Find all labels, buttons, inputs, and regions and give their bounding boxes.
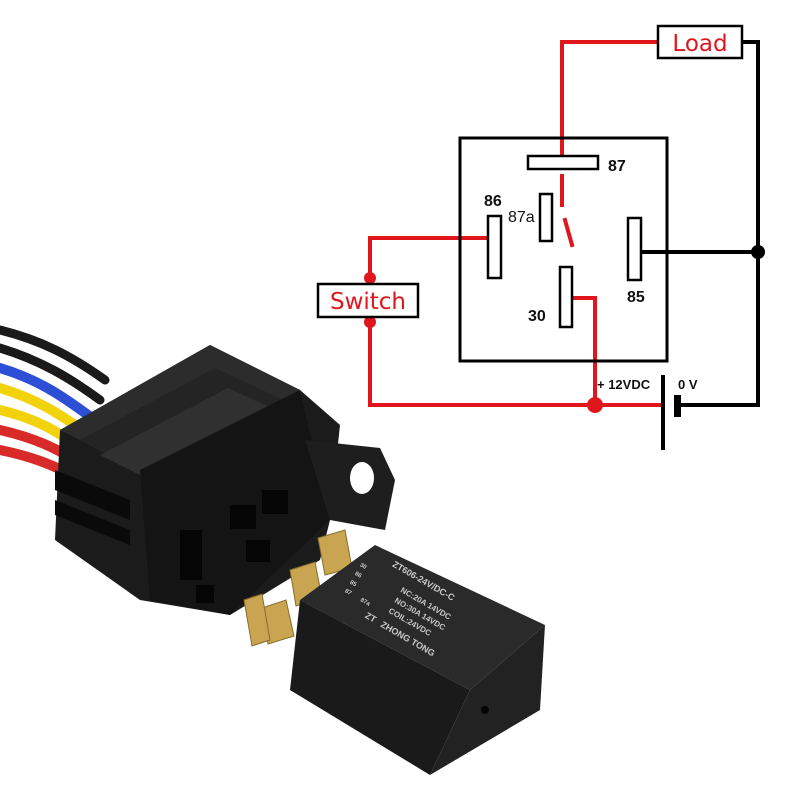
switch-label: Switch — [330, 289, 406, 315]
positive-supply-label: + 12VDC — [597, 377, 651, 392]
pin-87a-contact — [538, 192, 554, 243]
battery-symbol — [661, 375, 681, 450]
live-wires — [368, 40, 662, 407]
ground-wires — [640, 40, 760, 407]
ground-junction — [751, 245, 765, 259]
pin-85-contact — [626, 216, 643, 282]
pin-87-contact — [526, 154, 600, 171]
pin-86-contact — [486, 214, 503, 280]
schematic: 87 86 87a 30 85 Load Switch + 12VDC 0 V — [316, 24, 765, 450]
pin-85-label: 85 — [627, 289, 645, 306]
load-box — [656, 24, 744, 60]
relay-print-pin-30: 30 — [358, 562, 367, 571]
supply-junction — [587, 397, 603, 413]
ground-label: 0 V — [678, 377, 698, 392]
relay-print-pin-87a: 87a — [359, 597, 371, 608]
pin-30-label: 30 — [528, 308, 546, 325]
socket-wires — [0, 325, 110, 479]
relay-print-pin-86: 86 — [353, 571, 362, 580]
relay-top-face — [300, 545, 545, 690]
relay-print-pin-87: 87 — [343, 588, 352, 597]
load-label: Load — [672, 31, 727, 57]
switch-bottom-node — [364, 316, 376, 328]
pin-86-label: 86 — [484, 193, 502, 210]
relay-photo: ZT606-24V/DC-C NC:20A 14VDC NO:30A 14VDC… — [243, 529, 545, 775]
socket-mount-tab — [305, 440, 395, 530]
switch-box — [316, 282, 420, 319]
switch-top-node — [364, 272, 376, 284]
relay-socket-photo — [0, 325, 395, 615]
pin-30-contact — [558, 265, 574, 329]
relay-print-pin-85: 85 — [348, 580, 357, 589]
mount-hole — [350, 462, 374, 494]
relay-front-face — [290, 600, 470, 775]
relay-symbol-box — [458, 136, 669, 363]
pin-87a-label: 87a — [508, 209, 535, 226]
relay-logo: ZT — [363, 610, 378, 624]
pin-87-label: 87 — [608, 158, 626, 175]
